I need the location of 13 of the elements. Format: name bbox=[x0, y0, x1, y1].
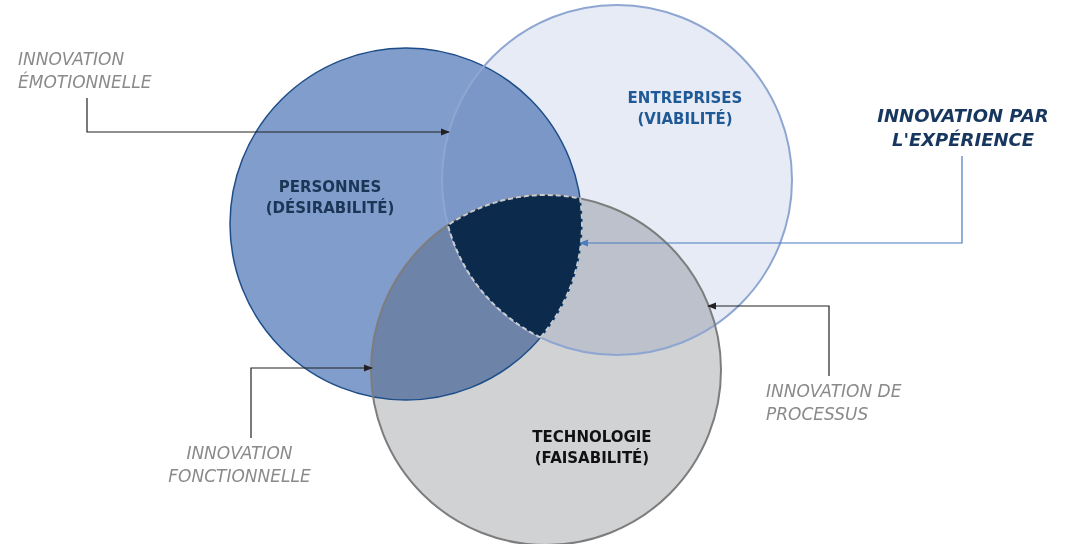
circle-label: TECHNOLOGIE (FAISABILITÉ) bbox=[531, 427, 653, 469]
annotation-label: INNOVATION ÉMOTIONNELLE bbox=[18, 48, 168, 94]
leader-line bbox=[250, 364, 373, 439]
leader-line bbox=[707, 302, 830, 377]
annotation-label: INNOVATION PAR L'EXPÉRIENCE bbox=[858, 104, 1068, 152]
circle-label: PERSONNES (DÉSIRABILITÉ) bbox=[264, 177, 396, 219]
circle-label: ENTREPRISES (VIABILITÉ) bbox=[626, 88, 744, 130]
overlap-region bbox=[369, 224, 542, 402]
annotation-label: INNOVATION FONCTIONNELLE bbox=[152, 442, 327, 488]
annotation-label: INNOVATION DE PROCESSUS bbox=[766, 380, 916, 426]
leader-line bbox=[86, 97, 450, 136]
leader-line bbox=[579, 155, 963, 247]
center-region bbox=[447, 193, 584, 339]
